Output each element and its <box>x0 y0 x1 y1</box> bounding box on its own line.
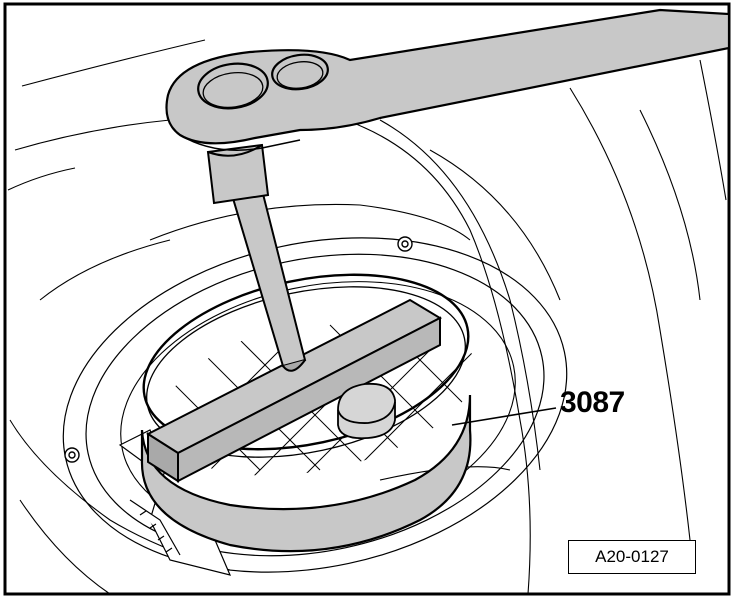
ratchet-handle <box>165 8 731 151</box>
callout-leader <box>451 407 557 426</box>
spanner-crossbar <box>145 298 443 483</box>
vehicle-body-contours <box>7 39 727 595</box>
tool-number-label: 3087 <box>560 386 625 419</box>
extension-bar <box>206 143 307 372</box>
spanner-ring-3087 <box>140 273 472 553</box>
figure-frame <box>3 2 731 596</box>
filter-tab <box>337 382 396 440</box>
figure-reference-box: A20-0127 <box>568 540 696 574</box>
